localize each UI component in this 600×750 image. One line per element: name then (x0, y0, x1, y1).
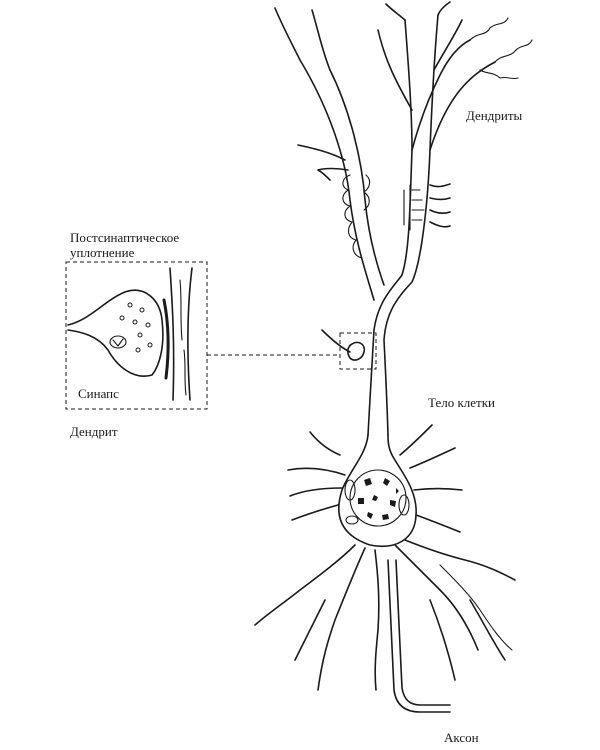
zoom-box-inset (65, 261, 208, 410)
apical-dendrite (274, 1, 533, 436)
axon (387, 559, 451, 713)
label-postsynaptic: Постсинаптическое (70, 230, 180, 245)
zoom-box-small (339, 332, 377, 370)
label-dendrites: Дендриты (466, 108, 523, 123)
synapse-inset (67, 267, 193, 401)
label-dendrite: Дендрит (70, 424, 118, 439)
label-synapse: Синапс (78, 386, 119, 401)
spine-detail (321, 329, 366, 361)
label-axon: Аксон (444, 730, 479, 745)
label-postsynaptic-line2: уплотнение (70, 245, 135, 260)
lower-dendrites (254, 539, 516, 691)
label-cell-body: Тело клетки (428, 395, 495, 410)
basal-spines (287, 424, 463, 533)
cell-body (338, 434, 417, 547)
